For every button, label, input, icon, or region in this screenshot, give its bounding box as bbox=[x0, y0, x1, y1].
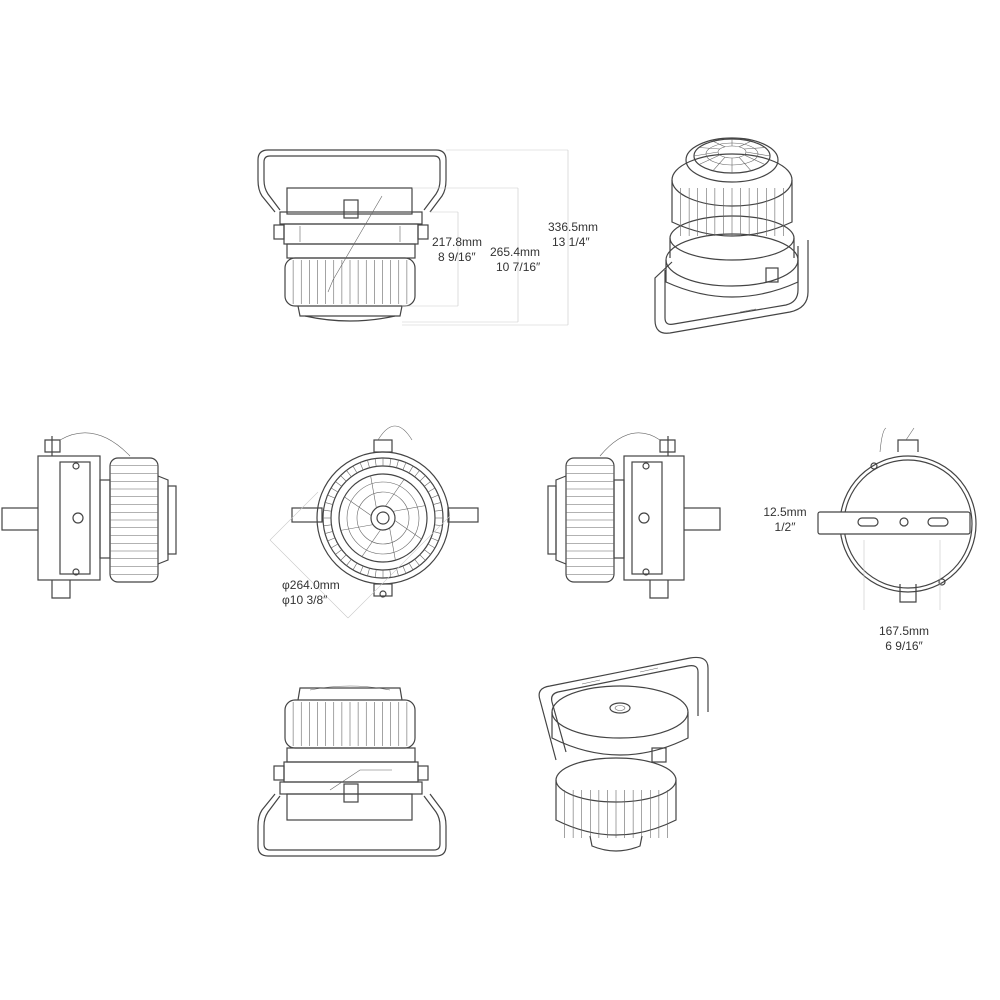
drawing-stroke bbox=[424, 549, 431, 555]
drawing-stroke bbox=[330, 543, 339, 549]
drawing-stroke bbox=[392, 505, 426, 512]
drawing-stroke bbox=[359, 565, 364, 574]
drawing-stroke bbox=[430, 537, 439, 542]
drawing-stroke bbox=[394, 520, 422, 540]
drawing-stroke bbox=[408, 465, 414, 474]
drawing-stroke bbox=[738, 141, 752, 148]
bracket-thickness-inch: 1/2″ bbox=[774, 520, 796, 534]
bracket-hole-spacing-inch: 6 9/16″ bbox=[885, 639, 923, 653]
drawing-stroke bbox=[419, 475, 426, 482]
drawing-stroke bbox=[327, 537, 336, 542]
drawing-stroke bbox=[698, 154, 721, 165]
height-housing-mm: 217.8mm bbox=[432, 235, 483, 249]
drawing-stroke bbox=[389, 527, 396, 561]
diameter-inch: φ10 3/8″ bbox=[282, 593, 328, 607]
height-overall-label: 336.5mm 13 1/4″ bbox=[548, 220, 598, 250]
top-view bbox=[257, 149, 569, 326]
drawing-stroke bbox=[434, 524, 443, 527]
drawing-stroke bbox=[424, 481, 431, 487]
drawing-stroke bbox=[745, 151, 771, 157]
drawing-stroke bbox=[414, 559, 420, 566]
drawing-stroke bbox=[712, 141, 726, 148]
drawing-stroke bbox=[340, 475, 347, 482]
drawing-stroke bbox=[330, 487, 339, 493]
height-housing-label: 217.8mm 8 9/16″ bbox=[432, 235, 482, 265]
drawing-stroke bbox=[340, 554, 347, 561]
drawing-stroke bbox=[396, 459, 399, 468]
diameter-label: φ264.0mm φ10 3/8″ bbox=[282, 578, 340, 608]
drawing-stroke bbox=[361, 529, 381, 557]
drawing-stroke bbox=[359, 462, 364, 471]
drawing-stroke bbox=[344, 496, 372, 516]
drawing-stroke bbox=[712, 156, 726, 171]
drawing-stroke bbox=[744, 147, 765, 150]
drawing-stroke bbox=[699, 147, 720, 150]
drawing-stroke bbox=[408, 562, 414, 571]
drawing-stroke bbox=[324, 502, 333, 505]
height-overall-mm: 336.5mm bbox=[548, 220, 599, 234]
drawing-stroke bbox=[385, 479, 405, 507]
front-view bbox=[269, 425, 479, 619]
drawing-stroke bbox=[335, 549, 342, 555]
drawing-stroke bbox=[419, 554, 426, 561]
drawing-stroke bbox=[427, 543, 436, 549]
bracket-thickness-label: 12.5mm 1/2″ bbox=[755, 505, 815, 535]
bracket-thickness-mm: 12.5mm bbox=[763, 505, 807, 519]
back-view bbox=[817, 427, 977, 610]
bottom-view bbox=[257, 685, 447, 857]
isometric-bottom-view bbox=[538, 656, 709, 852]
drawing-stroke bbox=[324, 531, 333, 534]
drawing-stroke bbox=[430, 494, 439, 499]
drawing-stroke bbox=[327, 494, 336, 499]
diameter-mm: φ264.0mm bbox=[282, 578, 340, 592]
drawing-stroke bbox=[374, 458, 377, 467]
drawing-stroke bbox=[335, 481, 342, 487]
drawing-stroke bbox=[389, 569, 392, 578]
left-side-view bbox=[1, 432, 177, 599]
right-side-view bbox=[547, 432, 721, 599]
height-with-lens-mm: 265.4mm bbox=[490, 245, 541, 259]
isometric-top-view bbox=[654, 137, 809, 334]
drawing-stroke bbox=[743, 154, 766, 165]
height-with-lens-inch: 10 7/16″ bbox=[496, 260, 541, 274]
drawing-stroke bbox=[352, 562, 358, 571]
drawing-stroke bbox=[346, 559, 352, 566]
drawing-stroke bbox=[323, 509, 332, 512]
drawing-stroke bbox=[738, 156, 752, 171]
drawing-stroke bbox=[352, 465, 358, 474]
drawing-stroke bbox=[693, 151, 719, 157]
height-with-lens-label: 265.4mm 10 7/16″ bbox=[490, 245, 540, 275]
drawing-stroke bbox=[346, 470, 352, 477]
drawing-stroke bbox=[367, 459, 370, 468]
drawing-stroke bbox=[402, 462, 407, 471]
bracket-hole-spacing-label: 167.5mm 6 9/16″ bbox=[864, 624, 944, 654]
drawing-stroke bbox=[367, 568, 370, 577]
drawing-stroke bbox=[374, 569, 377, 578]
drawing-stroke bbox=[433, 502, 442, 505]
drawing-stroke bbox=[427, 487, 436, 493]
drawing-stroke bbox=[414, 470, 420, 477]
height-overall-inch: 13 1/4″ bbox=[552, 235, 590, 249]
drawing-stroke bbox=[389, 458, 392, 467]
drawing-stroke bbox=[434, 509, 443, 512]
drawing-stroke bbox=[340, 524, 374, 531]
drawing-stroke bbox=[323, 524, 332, 527]
height-housing-inch: 8 9/16″ bbox=[438, 250, 476, 264]
drawing-stroke bbox=[402, 565, 407, 574]
drawing-stroke bbox=[370, 475, 377, 509]
bracket-hole-spacing-mm: 167.5mm bbox=[878, 624, 930, 638]
